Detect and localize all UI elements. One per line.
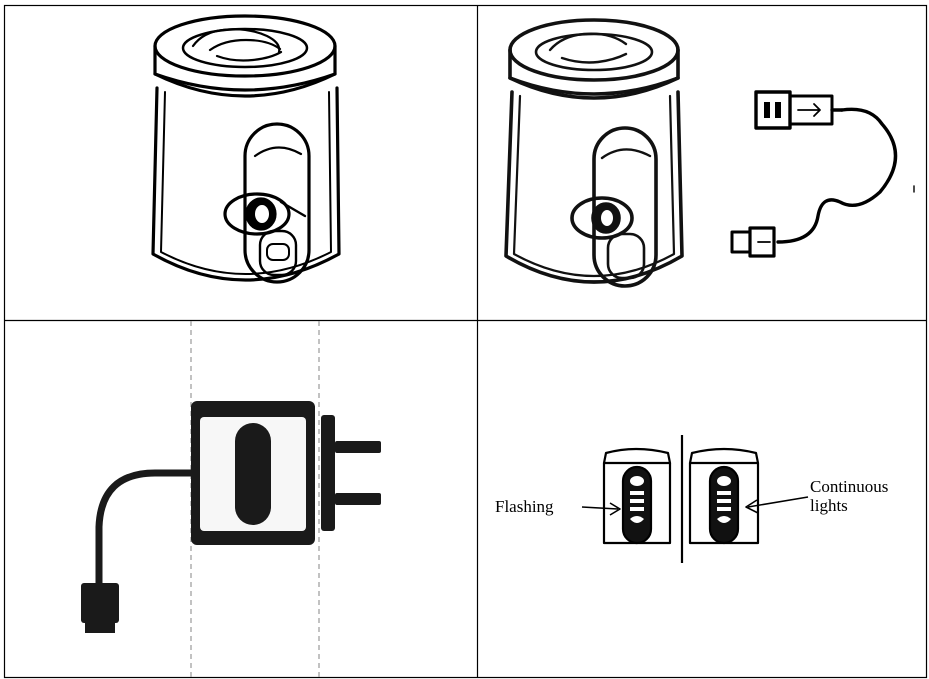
continuous-lights-label: Continuous lights bbox=[810, 477, 889, 515]
panel-bottom-left bbox=[5, 321, 477, 678]
device-flashing-icon bbox=[602, 447, 672, 545]
flashing-arrow-icon bbox=[581, 502, 621, 516]
guide-lines bbox=[190, 321, 320, 678]
usb-cable-icon bbox=[730, 90, 915, 258]
panel-bottom-right: Flashing Continuous lights bbox=[478, 321, 926, 678]
pump-device-icon bbox=[151, 14, 341, 284]
wall-charger-icon bbox=[81, 321, 381, 678]
device-continuous-icon bbox=[688, 447, 760, 545]
panel-top-right bbox=[478, 6, 926, 320]
flashing-label: Flashing bbox=[495, 497, 554, 516]
panel-top-left bbox=[5, 6, 477, 320]
pump-device-icon bbox=[504, 18, 684, 288]
continuous-arrow-icon bbox=[745, 496, 809, 514]
